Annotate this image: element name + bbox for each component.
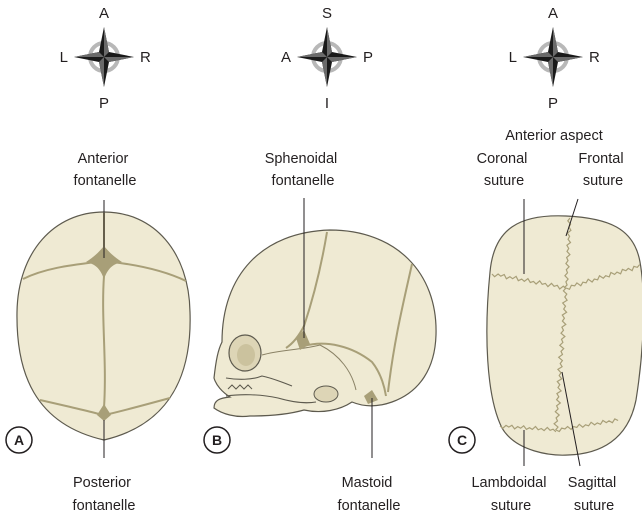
compass-b: S A P I (281, 5, 373, 112)
frontal-suture-label: Frontal suture (578, 151, 627, 189)
compass-left-label: L (509, 49, 517, 66)
compass-bottom-label: I (325, 95, 329, 112)
panel-badge-letter: C (457, 432, 467, 448)
mastoid-fontanelle-label: Mastoid fontanelle (338, 475, 401, 514)
compass-right-label: P (363, 49, 373, 66)
compass-c: A L R P (509, 5, 600, 112)
compass-top-label: S (322, 5, 332, 22)
compass-a: A L R P (60, 5, 151, 112)
panel-c: Anterior aspect Coronal suture Frontal s… (449, 128, 642, 514)
compass-bottom-label: P (99, 95, 109, 112)
panel-badge-letter: B (212, 432, 222, 448)
compass-left-label: L (60, 49, 68, 66)
panel-badge-letter: A (14, 432, 24, 448)
ear-canal-shape (314, 386, 338, 402)
posterior-fontanelle-label: Posterior fontanelle (73, 475, 136, 514)
compass-right-label: R (140, 49, 151, 66)
panel-b: Sphenoidal fontanelle Mastoid fontanelle… (204, 151, 436, 514)
lambdoidal-suture-label: Lambdoidal suture (471, 475, 550, 514)
compass-top-label: A (99, 5, 109, 22)
compass-top-label: A (548, 5, 558, 22)
panel-a: Anterior fontanelle Posterior fontanelle… (6, 151, 190, 514)
sagittal-suture-label: Sagittal suture (568, 475, 620, 514)
sphenoidal-fontanelle-label: Sphenoidal fontanelle (265, 151, 342, 189)
compass-bottom-label: P (548, 95, 558, 112)
anterior-fontanelle-label: Anterior fontanelle (74, 151, 137, 189)
compass-right-label: R (589, 49, 600, 66)
compass-left-label: A (281, 49, 291, 66)
anterior-aspect-label: Anterior aspect (505, 128, 603, 144)
coronal-suture-label: Coronal suture (477, 151, 532, 189)
